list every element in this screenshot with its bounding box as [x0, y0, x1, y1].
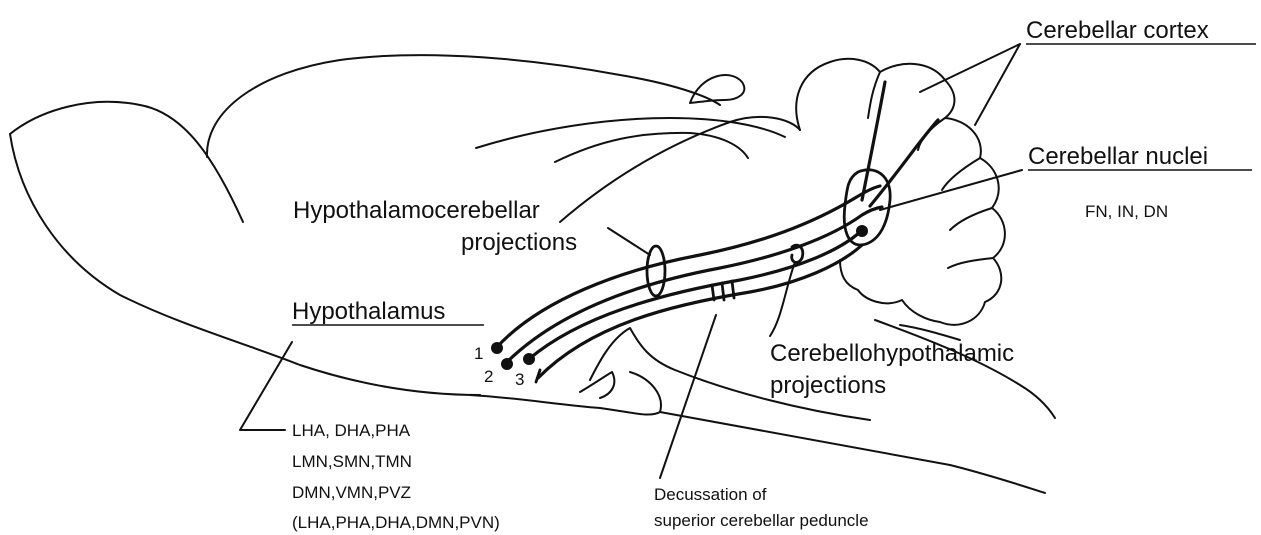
decussation-leader: [660, 315, 716, 478]
hypothalamus-dot-1: [491, 342, 503, 354]
cortex-leader-1: [920, 44, 1020, 92]
cerebellum-fold-5: [948, 258, 993, 268]
cerebellohypothalamic-label-2: projections: [770, 372, 886, 399]
cerebellar-nuclei-list: FN, IN, DN: [1085, 202, 1168, 221]
cerebellum-outline: [796, 59, 1005, 325]
basal-bulge-outline: [470, 372, 661, 415]
pons-notch: [580, 372, 614, 398]
brainstem-dorsal-outline: [875, 320, 1055, 418]
decussation-label-2: superior cerebellar peduncle: [654, 511, 869, 530]
pathway-number-2: 2: [484, 367, 493, 386]
hypothalamus-dot-2: [501, 358, 513, 370]
hypothalamocerebellar-label-1: Hypothalamocerebellar: [293, 197, 540, 224]
hypothalamic-nuclei-line-2: LMN,SMN,TMN: [292, 452, 412, 471]
hypothalamocerebellar-leader: [608, 228, 650, 255]
decussation-mark-2: [722, 283, 724, 300]
hypothalamocerebellar-label-2: projections: [461, 229, 577, 256]
colliculus-outline: [690, 75, 744, 103]
nuclei-leader: [880, 170, 1022, 210]
ventral-brain-outline: [10, 134, 480, 395]
hypothalamic-nuclei-line-1: LHA, DHA,PHA: [292, 421, 411, 440]
hypothalamocerebellar-loop: [647, 246, 665, 296]
cerebellum-fold-3: [942, 158, 980, 190]
hypothalamus-leader: [240, 342, 292, 430]
olfactory-bulb-outline: [10, 102, 243, 222]
tract-1: [496, 186, 880, 348]
decussation-mark-1: [712, 285, 714, 300]
brain-outline: [10, 55, 1055, 493]
hypothalamic-nuclei-line-4: (LHA,PHA,DHA,DMN,PVN): [292, 513, 500, 532]
decussation-label-1: Decussation of: [654, 485, 767, 504]
medulla-outline: [660, 412, 1045, 493]
pathway-number-3: 3: [515, 370, 524, 389]
corpus-callosum-outline: [476, 118, 785, 148]
labels: Cerebellar cortex Cerebellar nuclei FN, …: [292, 17, 1256, 532]
cerebellum-fold-4: [950, 208, 992, 230]
tract-to-cortex-2: [870, 120, 938, 206]
hypothalamus-dot-3: [523, 353, 535, 365]
cerebral-cortex-outline: [207, 55, 720, 157]
hypothalamic-nuclei-line-3: DMN,VMN,PVZ: [292, 483, 411, 502]
cerebellar-nucleus-dot: [856, 225, 868, 237]
pathway-number-1: 1: [474, 344, 483, 363]
cerebellar-nuclei-label: Cerebellar nuclei: [1028, 143, 1208, 170]
cerebellum-fold-2: [918, 118, 945, 150]
tract-end-tick: [536, 370, 540, 382]
tract-to-cortex-1: [862, 82, 885, 200]
hypothalamus-label: Hypothalamus: [292, 298, 445, 325]
cerebellar-cortex-label: Cerebellar cortex: [1026, 17, 1209, 44]
decussation-mark-3: [732, 281, 734, 298]
cortex-leader-2: [975, 44, 1020, 125]
cerebellohypothalamic-label-1: Cerebellohypothalamic: [770, 340, 1014, 367]
